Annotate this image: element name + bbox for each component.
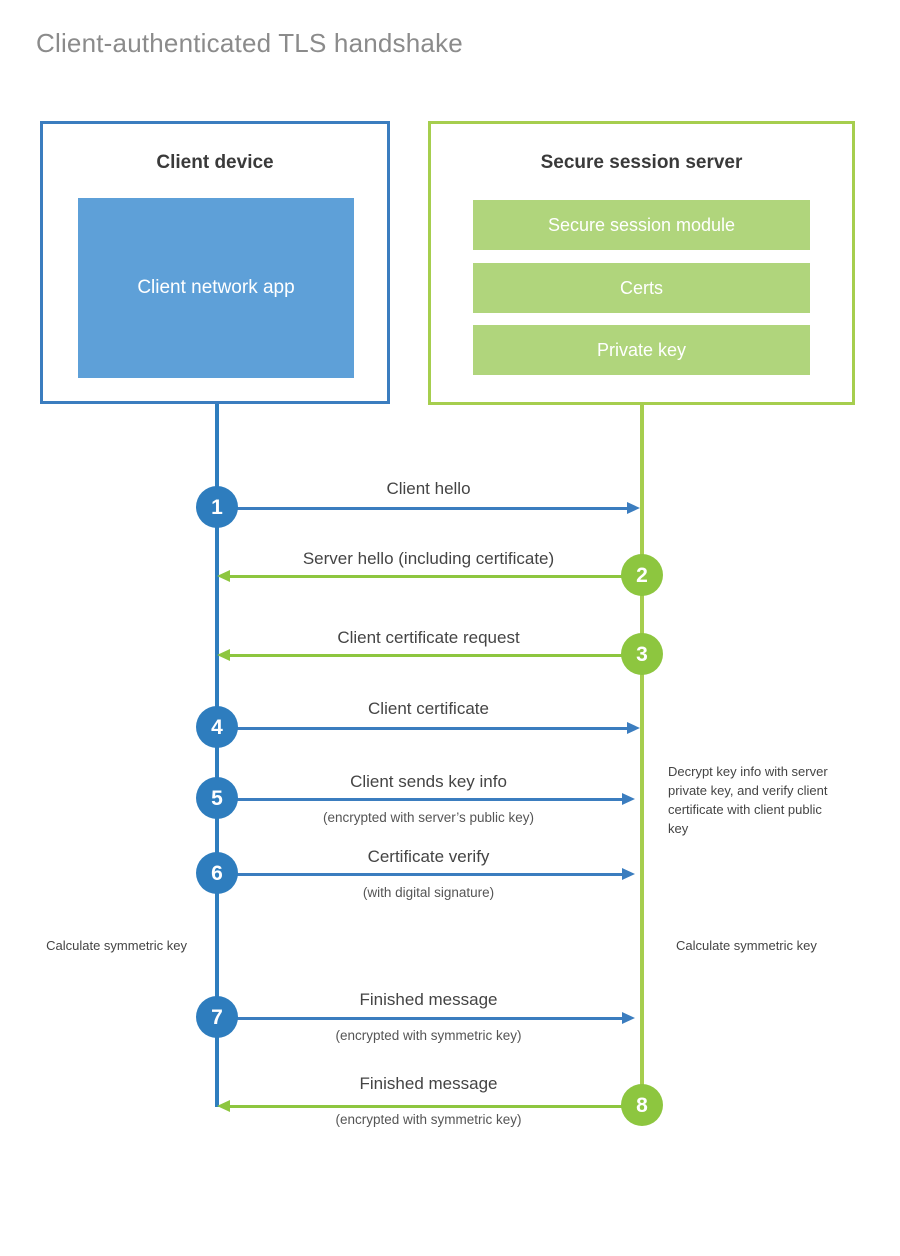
message-6-sublabel: (with digital signature) <box>362 885 495 900</box>
secure-session-server-box: Secure session server Secure session mod… <box>428 121 855 405</box>
arrowhead-right-icon <box>622 868 635 880</box>
page-title: Client-authenticated TLS handshake <box>36 28 463 58</box>
message-arrow-line <box>217 798 622 801</box>
client-network-app-block: Client network app <box>78 198 354 378</box>
client-lifeline <box>215 404 219 1107</box>
message-arrow-line <box>230 654 640 657</box>
step-badge-5: 5 <box>196 777 238 819</box>
message-1-label: Client hello <box>386 479 471 498</box>
step-badge-1: 1 <box>196 486 238 528</box>
message-7-sublabel: (encrypted with symmetric key) <box>335 1028 522 1043</box>
message-5-label: Client sends key info <box>350 772 507 791</box>
message-arrow-line <box>230 575 640 578</box>
arrowhead-right-icon <box>627 722 640 734</box>
message-6-label: Certificate verify <box>367 847 490 866</box>
message-2-label: Server hello (including certificate) <box>302 549 555 568</box>
message-5-sublabel: (encrypted with server’s public key) <box>322 810 535 825</box>
client-device-box: Client device Client network app <box>40 121 390 404</box>
step-badge-2: 2 <box>621 554 663 596</box>
message-arrow-line <box>217 873 622 876</box>
server-decrypt-annotation: Decrypt key info with server private key… <box>668 764 828 836</box>
step-badge-7: 7 <box>196 996 238 1038</box>
message-arrow-line <box>217 1017 622 1020</box>
message-4-label: Client certificate <box>368 699 489 718</box>
step-badge-3: 3 <box>621 633 663 675</box>
message-8-label: Finished message <box>359 1074 498 1093</box>
step-badge-4: 4 <box>196 706 238 748</box>
message-arrow-line <box>230 1105 640 1108</box>
server-lifeline <box>640 405 644 1105</box>
arrowhead-right-icon <box>622 1012 635 1024</box>
message-8-sublabel: (encrypted with symmetric key) <box>335 1112 522 1127</box>
arrowhead-right-icon <box>622 793 635 805</box>
server-calculate-symmetric-key-annotation: Calculate symmetric key <box>676 938 817 953</box>
message-7-label: Finished message <box>359 990 498 1009</box>
server-component-label: Certs <box>619 277 663 298</box>
arrowhead-left-icon <box>217 1100 230 1112</box>
arrowhead-right-icon <box>627 502 640 514</box>
message-arrow-line <box>217 507 627 510</box>
client-network-app-label: Client network app <box>137 277 295 299</box>
secure-session-server-title: Secure session server <box>540 152 743 173</box>
client-device-title: Client device <box>156 152 274 173</box>
server-component-secure-session-module: Secure session module <box>473 200 810 250</box>
server-component-certs: Certs <box>473 263 810 313</box>
arrowhead-left-icon <box>217 570 230 582</box>
message-arrow-line <box>217 727 627 730</box>
step-badge-6: 6 <box>196 852 238 894</box>
step-badge-8: 8 <box>621 1084 663 1126</box>
server-component-label: Private key <box>596 339 687 360</box>
server-component-label: Secure session module <box>547 214 736 235</box>
client-calculate-symmetric-key-annotation: Calculate symmetric key <box>46 938 187 953</box>
arrowhead-left-icon <box>217 649 230 661</box>
server-component-private-key: Private key <box>473 325 810 375</box>
message-3-label: Client certificate request <box>337 628 520 647</box>
